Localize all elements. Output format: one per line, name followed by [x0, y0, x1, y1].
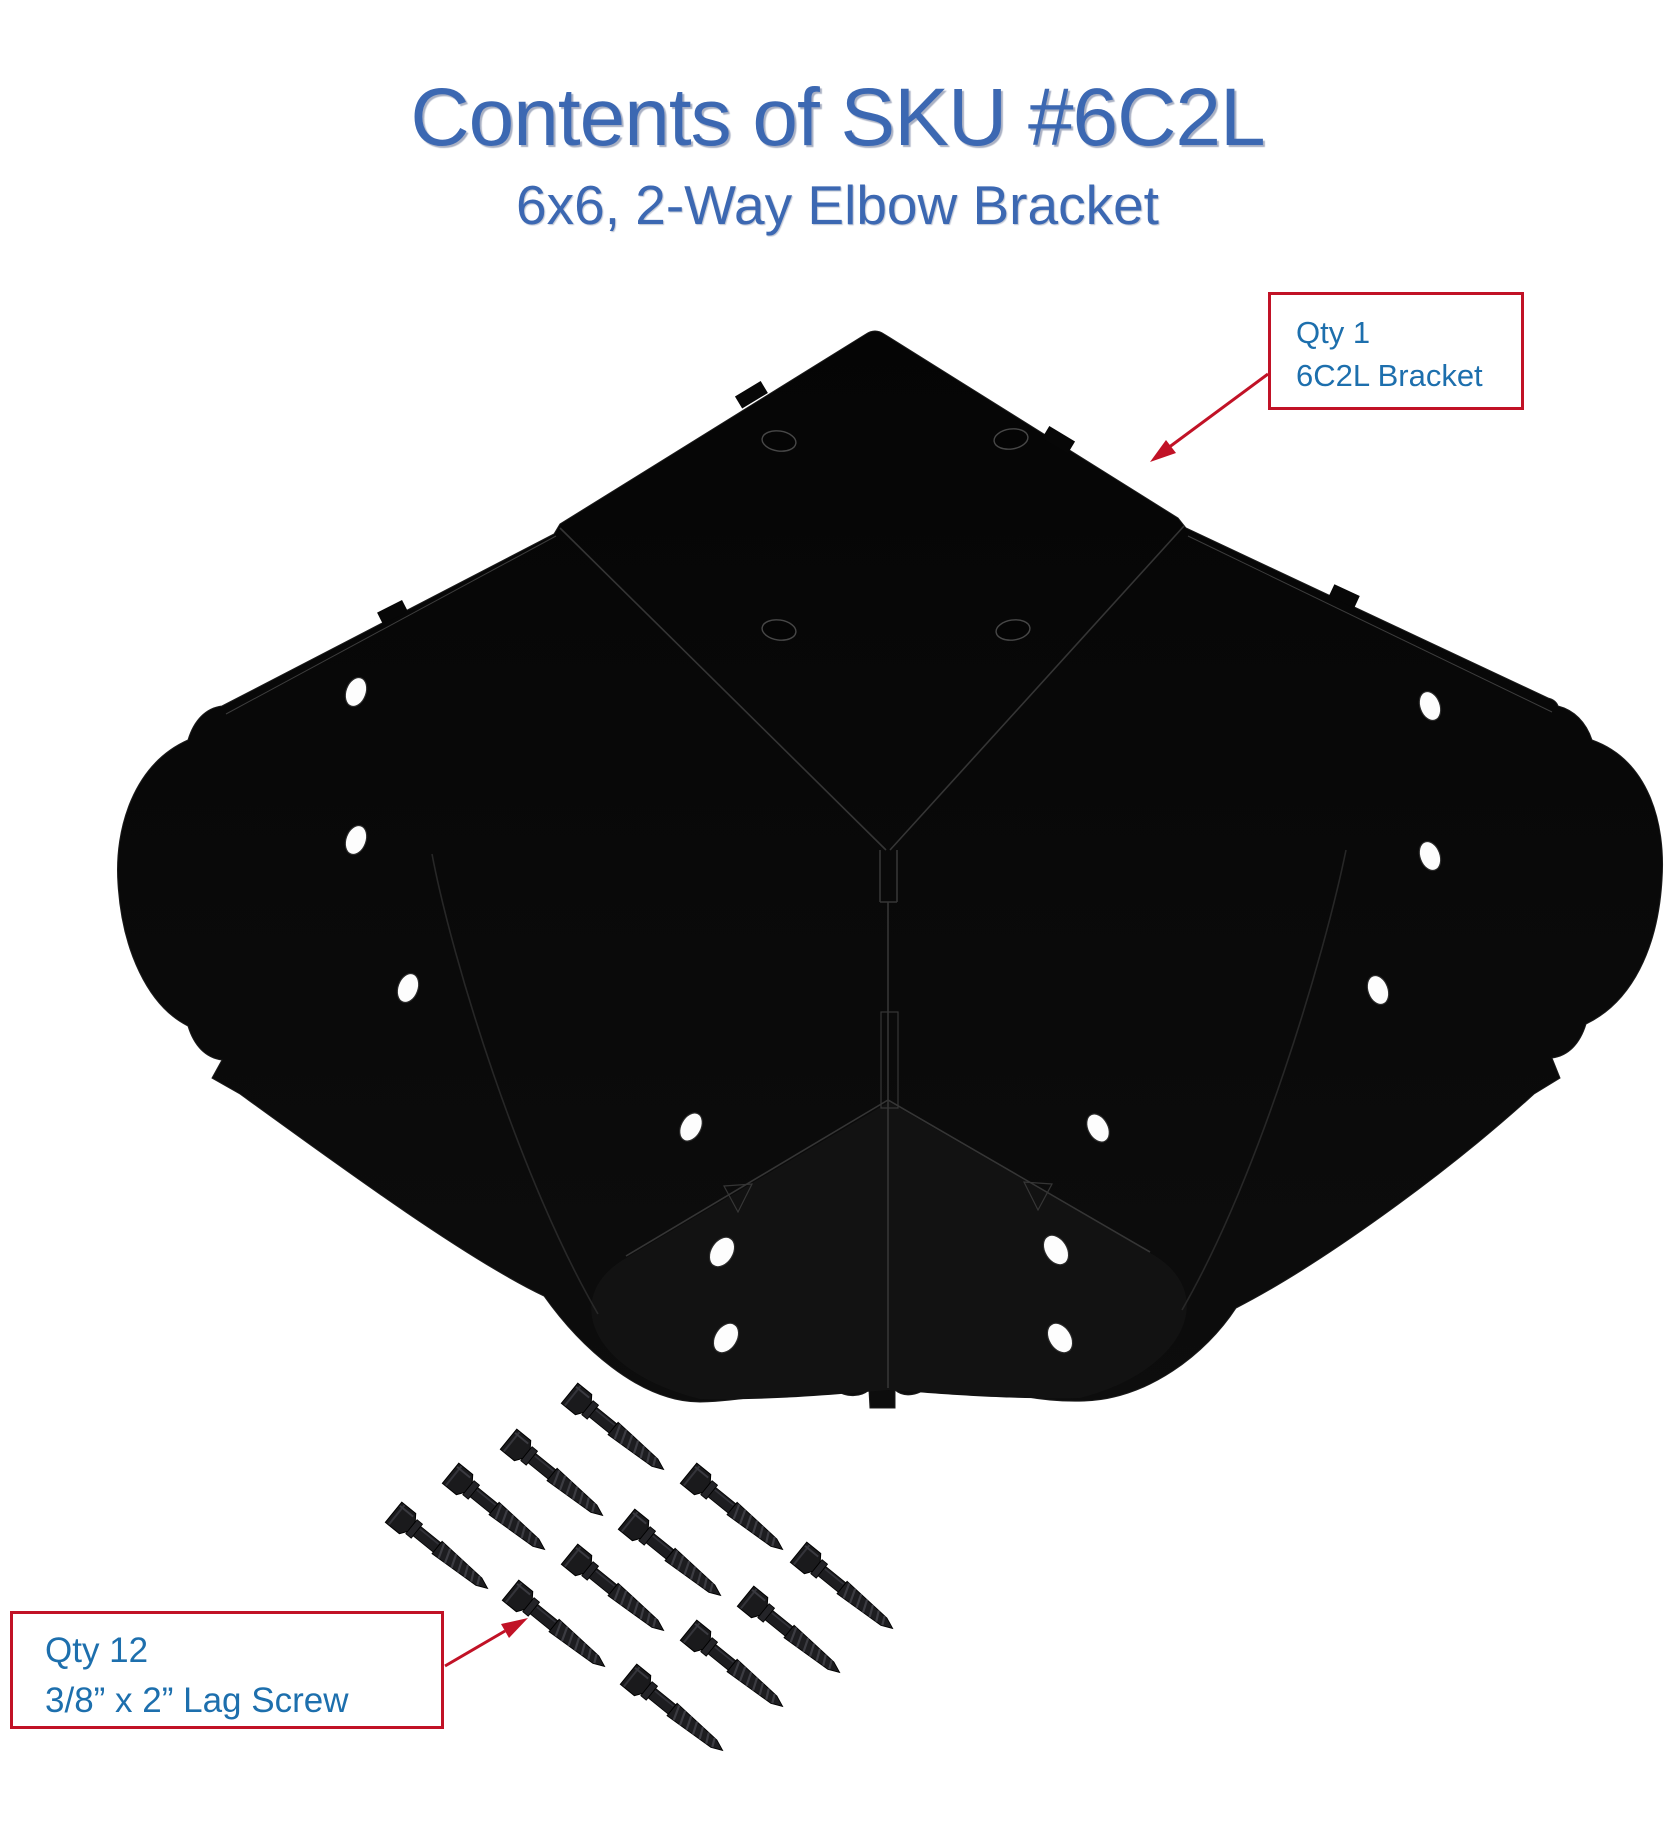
arrowhead-bracket [1150, 440, 1176, 462]
leader-bracket [1150, 372, 1269, 462]
lag-screw-icon [679, 1462, 792, 1561]
lag-screw-icon [560, 1382, 673, 1481]
bracket-seams [225, 525, 1553, 1388]
bracket-edge-tabs [377, 380, 1360, 625]
lag-screw-icon [679, 1619, 792, 1718]
title-block: Contents of SKU #6C2L 6x6, 2-Way Elbow B… [0, 0, 1520, 234]
bracket-render [117, 330, 1664, 1409]
lag-screw-icon [736, 1585, 849, 1684]
lag-screw-icon [789, 1541, 902, 1640]
page-title: Contents of SKU #6C2L [410, 72, 1265, 163]
bracket-lower-plates [591, 1102, 1187, 1400]
callout-bracket-item: 6C2L Bracket [1296, 358, 1483, 393]
bracket-top-holes [761, 428, 1031, 641]
lag-screw-icon [384, 1501, 497, 1600]
callout-screws: Qty 12 3/8” x 2” Lag Screw [10, 1611, 444, 1729]
callout-bracket-qty: Qty 1 [1296, 315, 1371, 350]
callout-screws-item: 3/8” x 2” Lag Screw [45, 1681, 349, 1720]
leader-screws [444, 1618, 528, 1668]
callout-screws-qty: Qty 12 [45, 1631, 149, 1670]
lag-screw-icon [441, 1462, 554, 1561]
callout-bracket: Qty 1 6C2L Bracket [1268, 292, 1524, 410]
lag-screw-icon [560, 1543, 673, 1642]
lag-screw-icon [617, 1508, 730, 1607]
lag-screw-icon [501, 1579, 614, 1678]
lag-screw-icon [619, 1663, 732, 1762]
page-subtitle: 6x6, 2-Way Elbow Bracket [516, 173, 1159, 236]
lag-screw-icon [499, 1428, 612, 1527]
bracket-through-holes [344, 676, 1442, 1354]
arrowhead-screws [501, 1618, 528, 1638]
lag-screws-group [384, 1382, 902, 1762]
